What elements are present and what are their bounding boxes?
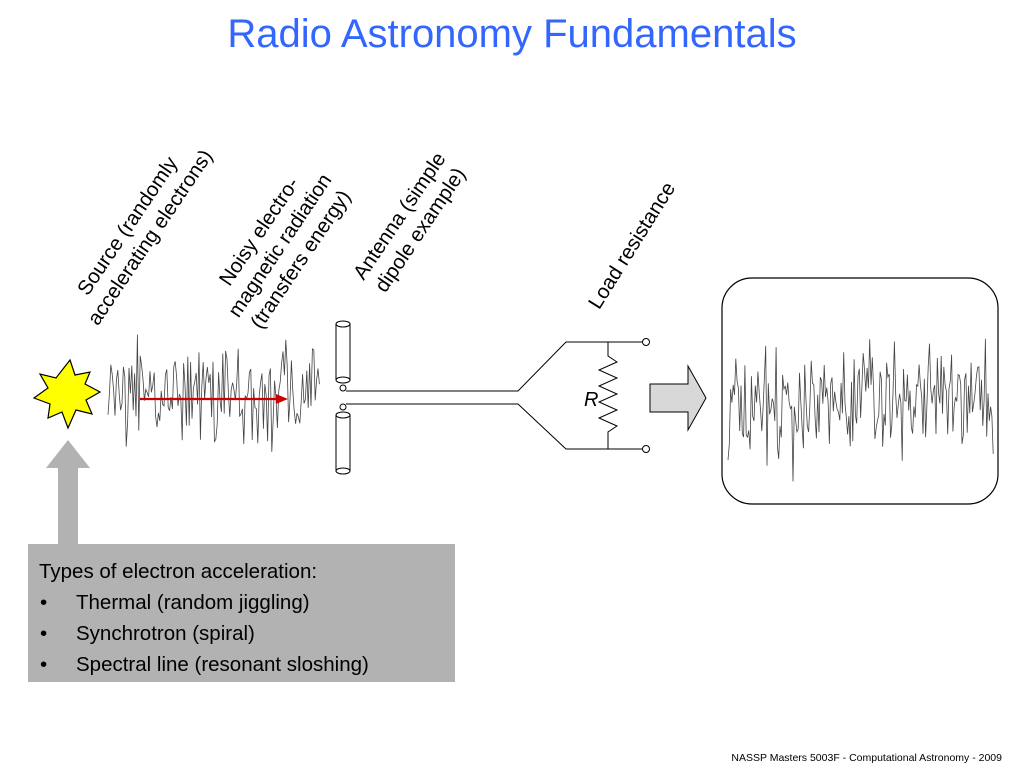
list-item: Spectral line (resonant sloshing) bbox=[39, 649, 445, 680]
acceleration-types-list: Thermal (random jiggling) Synchrotron (s… bbox=[39, 587, 445, 680]
terminal-bottom bbox=[642, 445, 650, 453]
terminal-top bbox=[642, 338, 650, 346]
up-arrow-icon bbox=[46, 440, 90, 544]
output-noise-waveform bbox=[727, 338, 994, 482]
source-star-icon bbox=[32, 358, 102, 430]
acceleration-types-box: Types of electron acceleration: Thermal … bbox=[28, 544, 455, 682]
resistor-label: R bbox=[584, 389, 598, 411]
radiation-noise-waveform bbox=[107, 334, 320, 452]
list-item: Synchrotron (spiral) bbox=[39, 618, 445, 649]
list-item: Thermal (random jiggling) bbox=[39, 587, 445, 618]
footer-text: NASSP Masters 5003F - Computational Astr… bbox=[731, 752, 1002, 764]
slide-title: Radio Astronomy Fundamentals bbox=[227, 12, 797, 56]
feed-line bbox=[346, 341, 646, 450]
dipole-antenna bbox=[335, 320, 351, 475]
emission-arrow-icon bbox=[140, 394, 288, 404]
right-arrow-icon bbox=[649, 364, 707, 432]
resistor-symbol bbox=[597, 342, 619, 449]
info-box-heading: Types of electron acceleration: bbox=[39, 560, 318, 583]
